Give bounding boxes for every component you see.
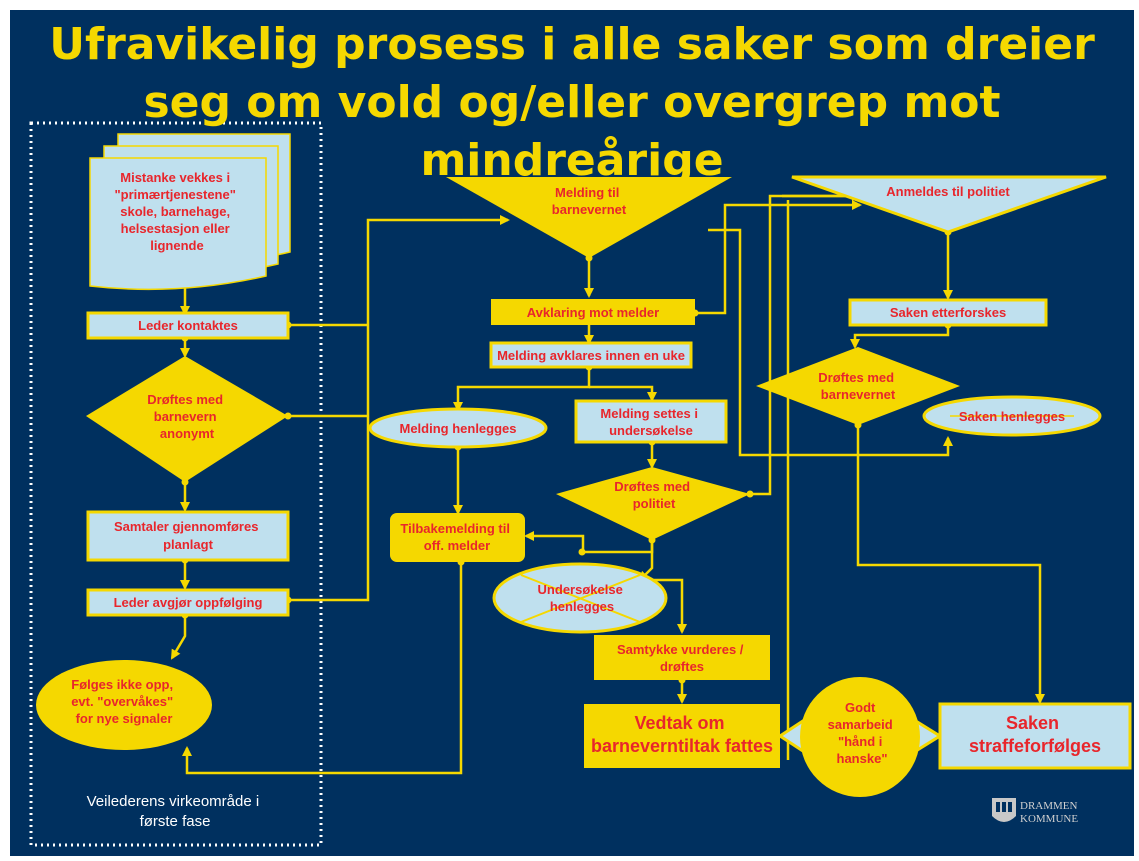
tilbakemelding-line: Tilbakemelding til: [400, 521, 510, 536]
mistanke-document: Mistanke vekkes i "primærtjenestene" sko…: [89, 133, 291, 291]
straffeforfolges-line: Saken: [1006, 713, 1059, 733]
title-line: mindreårige: [420, 135, 724, 186]
droftes-anonymt-line: Drøftes med: [147, 392, 223, 407]
folges-ikke-ellipse: Følges ikke opp, evt. "overvåkes" for ny…: [36, 660, 212, 750]
samtaler-box: Samtaler gjennomføres planlagt: [86, 510, 290, 562]
undersokelse-henlegges-line: henlegges: [550, 599, 614, 614]
samtykke-box: Samtykke vurderes / drøftes: [594, 635, 770, 680]
melding-settes-box: Melding settes i undersøkelse: [574, 399, 728, 444]
droftes-anonymt-line: anonymt: [160, 426, 215, 441]
flowchart: Mistanke vekkes i "primærtjenestene" sko…: [29, 121, 1132, 847]
undersokelse-henlegges-ellipse: Undersøkelse henlegges: [492, 562, 668, 634]
melding-barnevernet-line: barnevernet: [552, 202, 627, 217]
svg-text:Mistanke vekkes i "pri: Mistanke vekkes i "primærtjenestene" sko…: [114, 170, 239, 253]
svg-text:Følges ikke opp, evt.: Følges ikke opp, evt. "overvåkes" for ny…: [71, 677, 177, 726]
godt-samarbeid-line: Godt: [845, 700, 876, 715]
slide: Mistanke vekkes i "primærtjenestene" sko…: [10, 10, 1134, 856]
leder-kontaktes-label: Leder kontaktes: [138, 318, 238, 333]
samtykke-line: Samtykke vurderes /: [617, 642, 744, 657]
svg-text:Tilbakemelding til off: Tilbakemelding til off. melder: [400, 521, 513, 553]
svg-text:Drøftes med barnevern: Drøftes med barnevern anonymt: [147, 392, 226, 441]
svg-text:Godt samarbeid: Godt samarbeid "hånd i hanske": [828, 700, 897, 766]
tilbakemelding-line: off. melder: [424, 538, 490, 553]
leder-kontaktes-box: Leder kontaktes: [86, 311, 290, 340]
svg-text:Melding til barneverne: Melding til barnevernet: [552, 185, 627, 217]
connectors: [170, 191, 1045, 775]
saken-etterforskes-label: Saken etterforskes: [890, 305, 1006, 320]
anmeldes-label: Anmeldes til politiet: [886, 184, 1010, 199]
avklaring-box: Avklaring mot melder: [491, 299, 695, 325]
straffeforfolges-line: straffeforfølges: [969, 736, 1101, 756]
svg-text:Drøftes med politiet: Drøftes med politiet: [614, 479, 693, 511]
mistanke-line: skole, barnehage,: [120, 204, 230, 219]
droftes-politiet-line: politiet: [633, 496, 676, 511]
godt-samarbeid-circle: Godt samarbeid "hånd i hanske": [777, 677, 943, 797]
melding-barnevernet-line: Melding til: [555, 185, 619, 200]
svg-text:Drøftes med barneverne: Drøftes med barnevernet: [818, 370, 897, 402]
drammen-kommune-logo: DRAMMEN KOMMUNE: [992, 798, 1080, 825]
anmeldes-triangle: Anmeldes til politiet: [791, 175, 1107, 234]
scope-label-line: Veilederens virkeområde i: [87, 793, 260, 810]
droftes-anonymt-diamond: Drøftes med barnevern anonymt: [86, 356, 288, 482]
svg-text:Samtykke vurderes / dr: Samtykke vurderes / drøftes: [617, 642, 747, 674]
droftes-anonymt-line: barnevern: [154, 409, 217, 424]
mistanke-line: "primærtjenestene": [114, 187, 235, 202]
folges-ikke-line: Følges ikke opp,: [71, 677, 173, 692]
melding-henlegges-label: Melding henlegges: [399, 421, 516, 436]
scope-frame: [29, 121, 323, 847]
logo-line: KOMMUNE: [1020, 813, 1078, 825]
straffeforfolges-box: Saken straffeforfølges: [938, 702, 1132, 770]
vedtak-line: Vedtak om: [634, 713, 724, 733]
godt-samarbeid-line: samarbeid: [828, 717, 893, 732]
samtaler-line: planlagt: [163, 537, 214, 552]
vedtak-line: barneverntiltak fattes: [591, 736, 773, 756]
folges-ikke-line: evt. "overvåkes": [71, 694, 173, 709]
slide-title: Ufravikelig prosess i alle saker som dre…: [10, 16, 1134, 190]
samtykke-line: drøftes: [660, 659, 704, 674]
undersokelse-henlegges-line: Undersøkelse: [538, 582, 623, 597]
vedtak-box: Vedtak om barneverntiltak fattes: [584, 704, 780, 768]
leder-avgjor-box: Leder avgjør oppfølging: [86, 588, 290, 617]
godt-samarbeid-line: "hånd i: [838, 734, 882, 749]
saken-henlegges-ellipse: Saken henlegges: [922, 395, 1102, 437]
folges-ikke-line: for nye signaler: [76, 711, 173, 726]
mistanke-line: Mistanke vekkes i: [120, 170, 230, 185]
melding-henlegges-ellipse: Melding henlegges: [368, 407, 548, 449]
melding-avklares-box: Melding avklares innen en uke: [489, 341, 693, 369]
logo-line: DRAMMEN: [1020, 800, 1078, 812]
saken-henlegges-label: Saken henlegges: [959, 409, 1065, 424]
samtaler-line: Samtaler gjennomføres: [114, 519, 259, 534]
melding-settes-line: Melding settes i: [600, 406, 698, 421]
droftes-barnevernet-line: Drøftes med: [818, 370, 894, 385]
droftes-barnevernet-diamond: Drøftes med barnevernet: [756, 347, 960, 425]
svg-text:Samtaler gjennomføres: Samtaler gjennomføres planlagt: [114, 519, 262, 552]
avklaring-label: Avklaring mot melder: [527, 305, 659, 320]
svg-text:Veilederens virkeområde i: Veilederens virkeområde i første fase: [87, 793, 264, 830]
tilbakemelding-box: Tilbakemelding til off. melder: [390, 513, 525, 562]
crest-icon: [992, 798, 1016, 822]
droftes-politiet-line: Drøftes med: [614, 479, 690, 494]
title-line: Ufravikelig prosess i alle saker som dre…: [49, 19, 1095, 70]
leder-avgjor-label: Leder avgjør oppfølging: [114, 595, 263, 610]
godt-samarbeid-line: hanske": [837, 751, 888, 766]
saken-etterforskes-box: Saken etterforskes: [848, 298, 1048, 327]
svg-text:Undersøkelse henlegges: Undersøkelse henlegges: [538, 582, 627, 614]
svg-text:Saken straffeforfølges: Saken straffeforfølges: [969, 713, 1101, 756]
title-line: seg om vold og/eller overgrep mot: [143, 77, 1001, 128]
svg-text:Vedtak om barneverntil: Vedtak om barneverntiltak fattes: [591, 713, 773, 756]
melding-settes-line: undersøkelse: [609, 423, 693, 438]
svg-text:DRAMMEN KOMMUNE: DRAMMEN KOMMUNE: [1020, 800, 1080, 825]
droftes-barnevernet-line: barnevernet: [821, 387, 896, 402]
scope-label-line: første fase: [140, 813, 211, 830]
svg-text:Melding settes i under: Melding settes i undersøkelse: [600, 406, 701, 438]
melding-barnevernet-triangle: Melding til barnevernet: [446, 177, 732, 258]
mistanke-line: lignende: [150, 238, 203, 253]
melding-avklares-label: Melding avklares innen en uke: [497, 348, 685, 363]
droftes-politiet-diamond: Drøftes med politiet: [556, 467, 750, 540]
mistanke-line: helsestasjon eller: [121, 221, 230, 236]
